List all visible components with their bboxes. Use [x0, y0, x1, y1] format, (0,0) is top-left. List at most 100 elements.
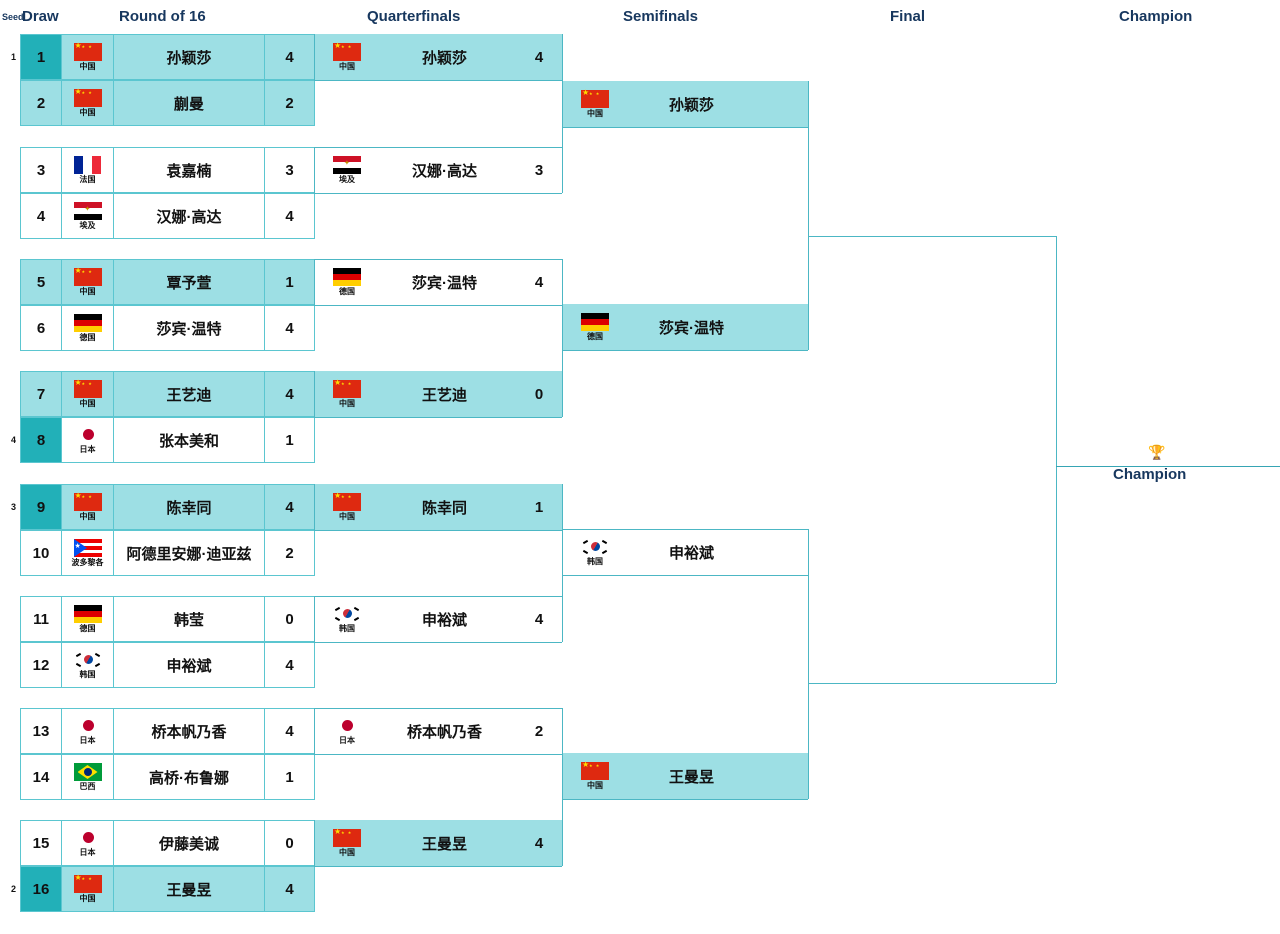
player-name: 申裕斌 — [421, 611, 467, 629]
r16-row[interactable]: 9中国陈幸同4 — [20, 484, 315, 530]
player-score: 1 — [265, 755, 314, 799]
connector-line — [808, 81, 809, 350]
r16-row[interactable]: 4埃及汉娜·高达4 — [20, 193, 315, 239]
connector-line — [314, 371, 315, 417]
r16-row[interactable]: 1中国孙颖莎4 — [20, 34, 315, 80]
country-label: 德国 — [587, 332, 603, 341]
connector-line — [314, 754, 562, 755]
cn-flag-icon — [333, 492, 361, 511]
country-label: 巴西 — [79, 782, 96, 791]
country-cell: 法国 — [62, 148, 114, 192]
header-final: Final — [890, 8, 926, 25]
player-name: 孙颖莎 — [668, 96, 714, 114]
connector-line — [808, 236, 1056, 237]
sf-row[interactable]: 德国莎宾·温特 — [563, 304, 808, 350]
country-label: 波多黎各 — [71, 558, 104, 567]
country-cell: 德国 — [62, 597, 114, 641]
seed-label: 2 — [10, 884, 16, 894]
country-label: 韩国 — [587, 557, 603, 566]
cn-flag-icon — [333, 379, 361, 398]
player-name: 袁嘉楠 — [114, 148, 265, 192]
connector-line — [314, 484, 315, 530]
country-label: 中国 — [79, 108, 96, 117]
de-flag-icon — [333, 268, 361, 286]
r16-row[interactable]: 5中国覃予萱1 — [20, 259, 315, 305]
country-cell: 德国 — [321, 268, 373, 296]
country-cell: 中国 — [569, 89, 621, 118]
player-score: 4 — [265, 867, 314, 911]
eg-flag-icon — [73, 202, 102, 220]
country-cell: 德国 — [62, 306, 114, 350]
player-score: 3 — [534, 161, 544, 179]
r16-row[interactable]: 7中国王艺迪4 — [20, 371, 315, 417]
r16-row[interactable]: 16中国王曼昱4 — [20, 866, 315, 912]
connector-line — [562, 81, 563, 127]
player-name: 王艺迪 — [114, 372, 265, 416]
sf-row[interactable]: 韩国 申裕斌 — [563, 529, 808, 575]
player-name: 张本美和 — [114, 418, 265, 462]
seed-label: 4 — [10, 435, 16, 445]
country-cell: 日本 — [321, 717, 373, 745]
br-flag-icon — [73, 763, 102, 781]
player-name: 陈幸同 — [421, 499, 467, 517]
connector-line — [314, 708, 562, 709]
country-cell: 中国 — [62, 81, 114, 125]
connector-line — [314, 417, 562, 418]
seed-label: 3 — [10, 502, 16, 512]
player-score: 2 — [265, 531, 314, 575]
header-champion: Champion — [1119, 8, 1193, 25]
pr-flag-icon — [73, 539, 102, 557]
connector-line — [314, 193, 562, 194]
country-cell: 中国 — [62, 260, 114, 304]
player-name: 韩莹 — [114, 597, 265, 641]
champion-line — [1056, 466, 1280, 467]
connector-line — [314, 596, 562, 597]
country-cell: 中国 — [62, 35, 114, 79]
r16-row[interactable]: 2中国蒯曼2 — [20, 80, 315, 126]
player-name: 莎宾·温特 — [114, 306, 265, 350]
player-score: 4 — [265, 372, 314, 416]
player-name: 申裕斌 — [668, 544, 714, 562]
cn-flag-icon — [73, 88, 102, 107]
player-name: 伊藤美诚 — [114, 821, 265, 865]
country-label: 德国 — [79, 624, 96, 633]
player-score: 2 — [265, 81, 314, 125]
country-cell: 中国 — [321, 492, 373, 521]
de-flag-icon — [581, 313, 609, 331]
champion-label: Champion — [1113, 466, 1187, 483]
sf-row[interactable]: 中国 孙颖莎 — [563, 81, 808, 127]
connector-line — [808, 529, 809, 799]
player-score: 1 — [265, 260, 314, 304]
draw-number: 7 — [21, 372, 62, 416]
country-cell: 德国 — [569, 313, 621, 341]
cn-flag-icon — [581, 89, 609, 108]
player-name: 高桥·布鲁娜 — [114, 755, 265, 799]
connector-line — [562, 753, 563, 799]
connector-line — [562, 799, 808, 800]
player-name: 汉娜·高达 — [114, 194, 265, 238]
jp-flag-icon — [333, 717, 361, 735]
player-name: 王曼昱 — [668, 768, 714, 786]
player-name: 孙颖莎 — [114, 35, 265, 79]
draw-number: 2 — [21, 81, 62, 125]
player-score: 4 — [265, 35, 314, 79]
country-cell: 韩国 — [62, 643, 114, 687]
